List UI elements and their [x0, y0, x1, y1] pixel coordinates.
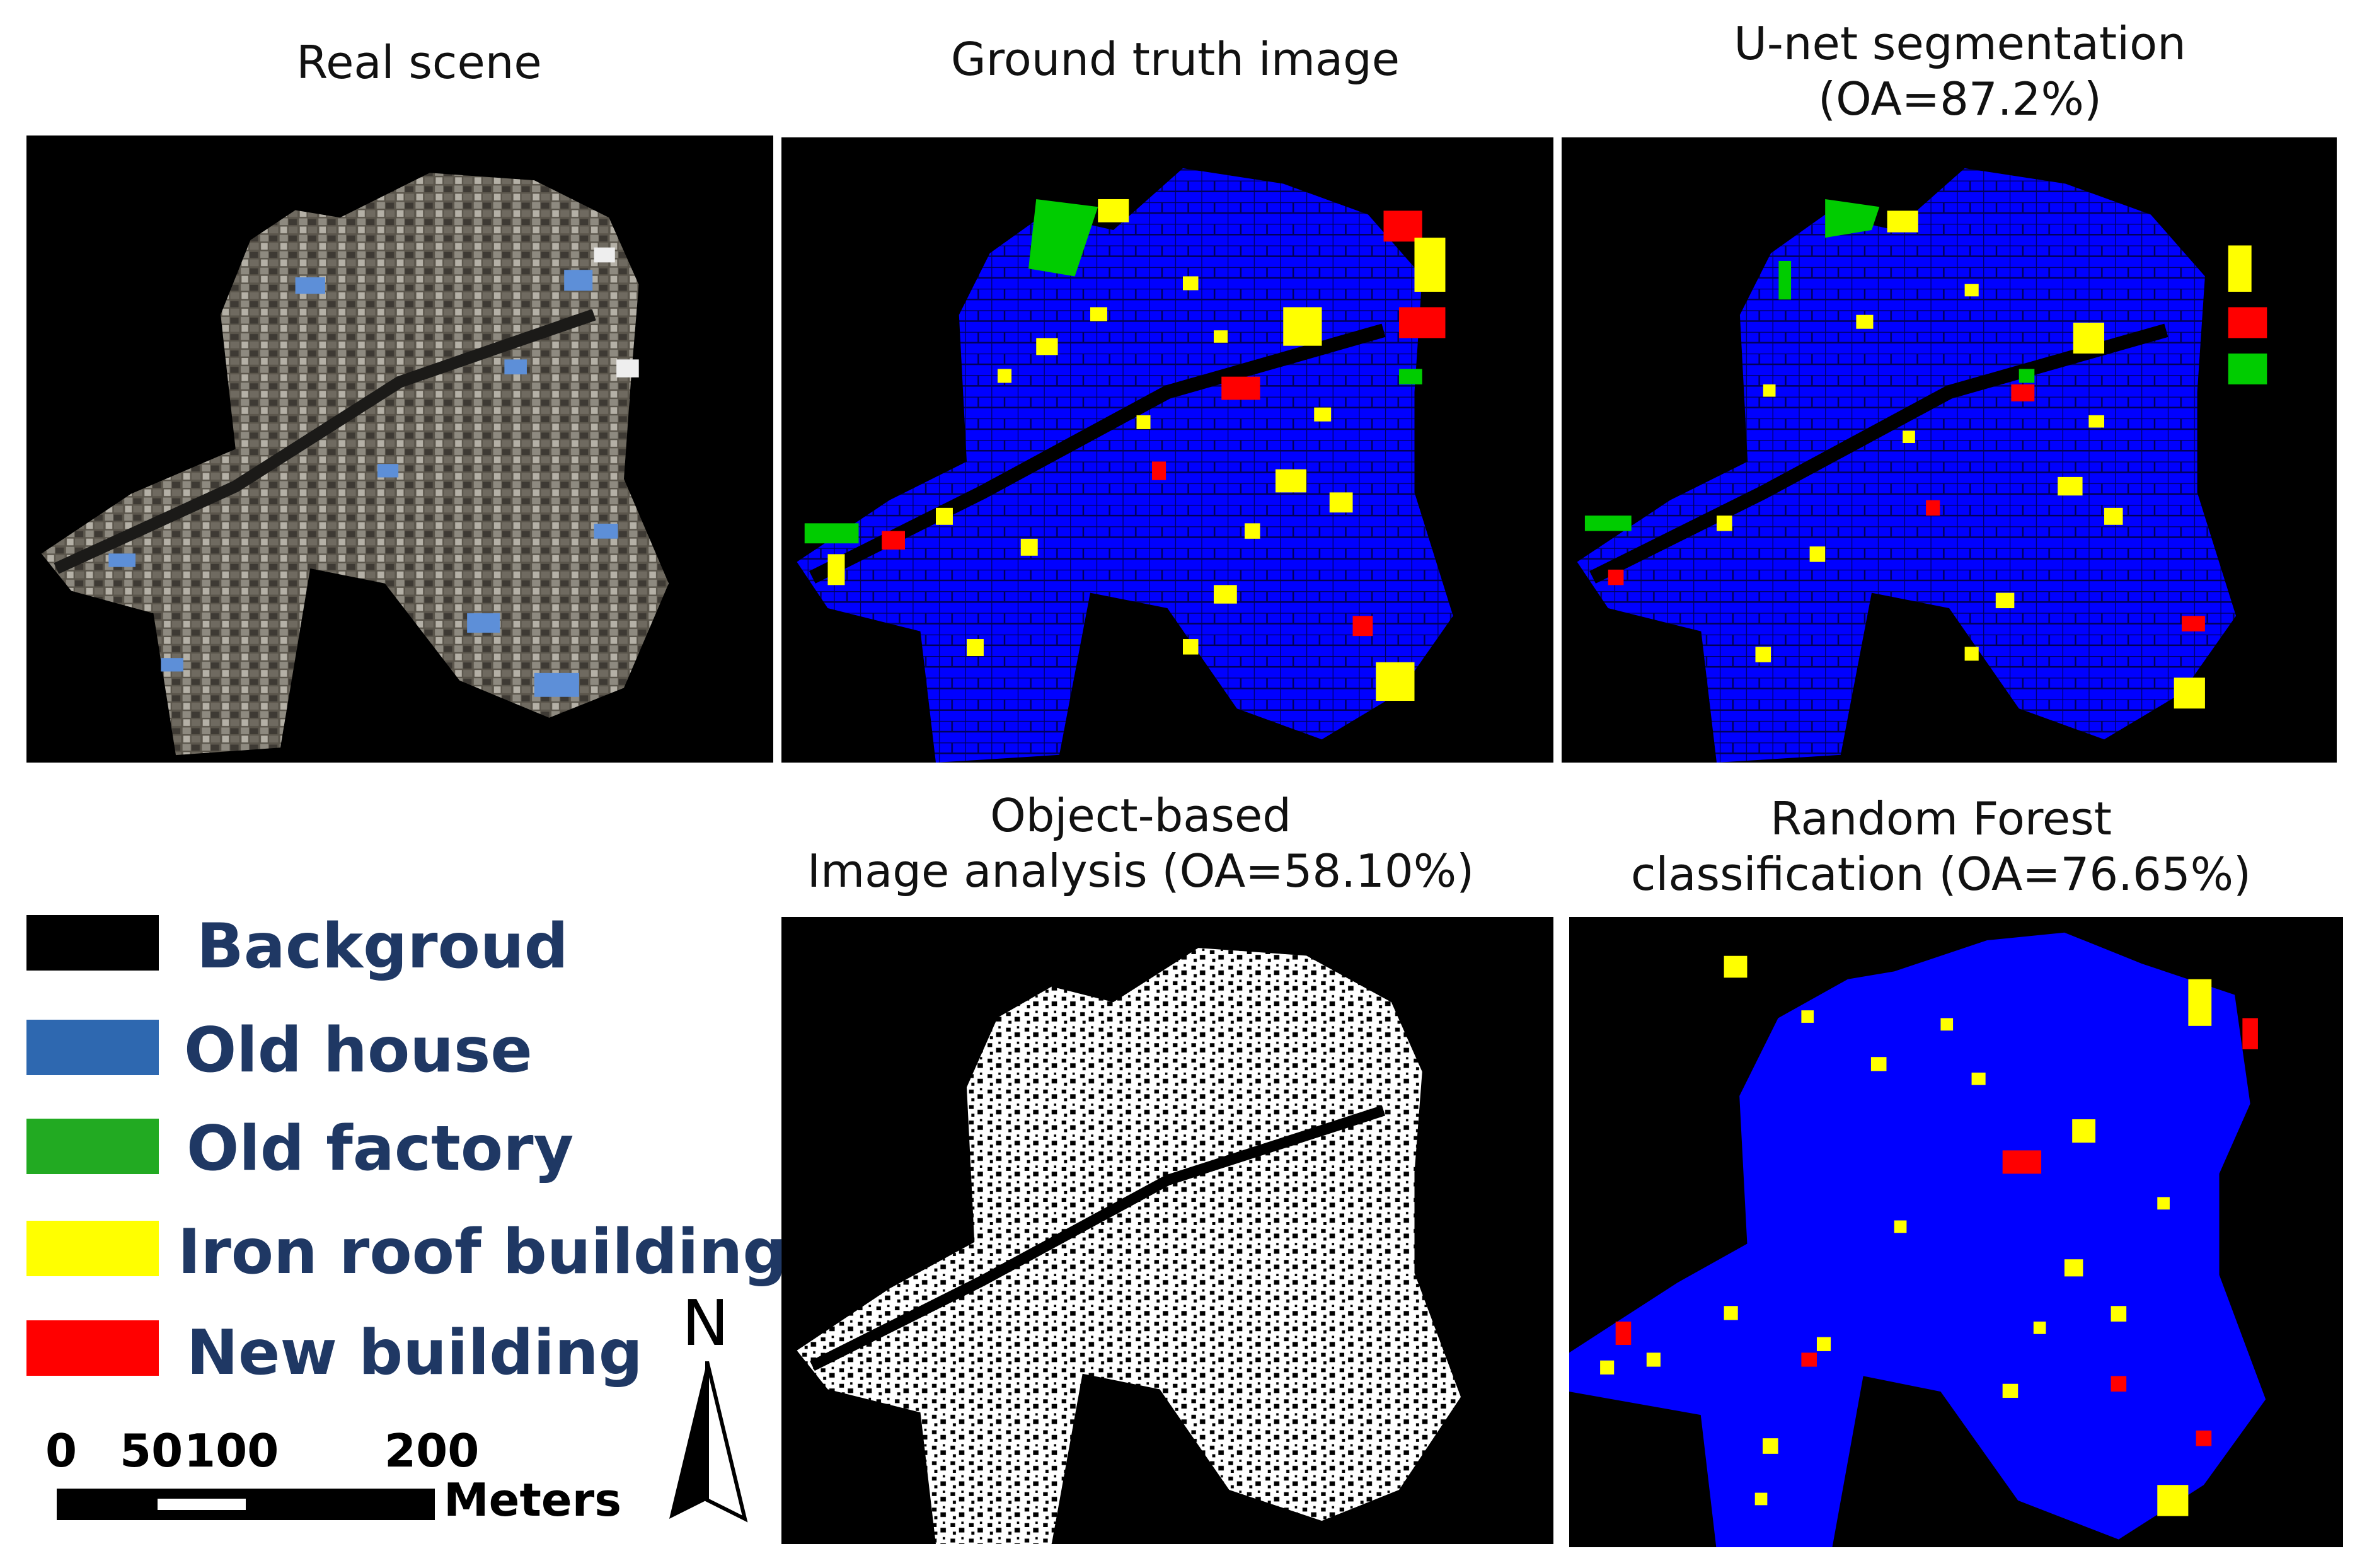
title-rf-line1: Random Forest: [1770, 792, 2112, 845]
scale-tick-200: 200: [384, 1424, 480, 1477]
gt-iron-roof: [827, 199, 1446, 701]
legend-swatch-old-house: [26, 1020, 159, 1075]
legend-label-new-building: New building: [187, 1317, 643, 1389]
title-unet-line1: U-net segmentation: [1734, 17, 2186, 70]
legend-label-background: Backgroud: [197, 911, 568, 983]
blue-roof-patches: [108, 270, 618, 697]
legend-label-old-house: Old house: [184, 1015, 533, 1087]
title-obia-line2: Image analysis (OA=58.10%): [807, 845, 1475, 897]
north-label: N: [682, 1286, 729, 1360]
ground-truth-map: [781, 137, 1553, 763]
random-forest-map: [1569, 917, 2343, 1547]
scale-tick-0: 0: [45, 1424, 78, 1477]
title-ground-truth: Ground truth image: [950, 33, 1400, 86]
title-rf-line2: classification (OA=76.65%): [1630, 848, 2252, 901]
title-obia-line1: Object-based: [990, 789, 1291, 842]
title-real-scene: Real scene: [296, 36, 542, 89]
legend-swatch-background: [26, 915, 159, 971]
legend-label-old-factory: Old factory: [187, 1113, 574, 1185]
scale-tick-100: 100: [184, 1424, 279, 1477]
legend-label-iron-roof: Iron roof building: [178, 1216, 787, 1288]
legend-swatch-iron-roof: [26, 1221, 159, 1276]
real-scene-image: [26, 135, 773, 763]
gt-old-factory: [804, 199, 1422, 544]
scale-unit: Meters: [444, 1473, 622, 1526]
title-unet-line2: (OA=87.2%): [1818, 72, 2102, 125]
legend-swatch-new-building: [26, 1320, 159, 1376]
north-arrow-icon: [669, 1361, 748, 1523]
legend-swatch-old-factory: [26, 1119, 159, 1174]
unet-segmentation-map: [1562, 137, 2337, 763]
scale-bar-graphic: [57, 1489, 435, 1520]
gt-new-building: [882, 210, 1446, 637]
obia-map: [781, 917, 1553, 1544]
scale-tick-50: 50: [120, 1424, 183, 1477]
